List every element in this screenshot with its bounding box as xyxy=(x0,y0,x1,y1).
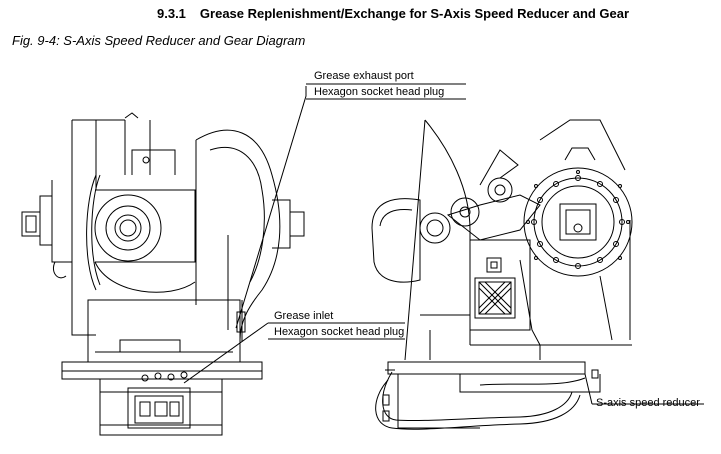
reducer-label: S-axis speed reducer xyxy=(596,397,700,409)
grease-exhaust-callout: Grease exhaust port Hexagon socket head … xyxy=(314,70,444,99)
inlet-label: Grease inlet xyxy=(274,310,334,322)
speed-reducer-callout: S-axis speed reducer xyxy=(596,397,700,410)
section-number: 9.3.1 xyxy=(157,6,186,21)
flange-bolt-holes xyxy=(527,171,630,269)
side-view xyxy=(372,120,704,429)
front-view xyxy=(22,84,466,435)
grease-inlet-callout: Grease inlet Hexagon socket head plug xyxy=(274,310,404,339)
inlet-plug-label: Hexagon socket head plug xyxy=(274,326,405,338)
section-heading: 9.3.1 Grease Replenishment/Exchange for S… xyxy=(157,6,629,21)
exhaust-label: Grease exhaust port xyxy=(314,70,414,82)
section-title: Grease Replenishment/Exchange for S-Axis… xyxy=(199,6,630,21)
exhaust-plug-label: Hexagon socket head plug xyxy=(314,86,445,98)
figure-caption: Fig. 9-4: S-Axis Speed Reducer and Gear … xyxy=(12,33,306,48)
